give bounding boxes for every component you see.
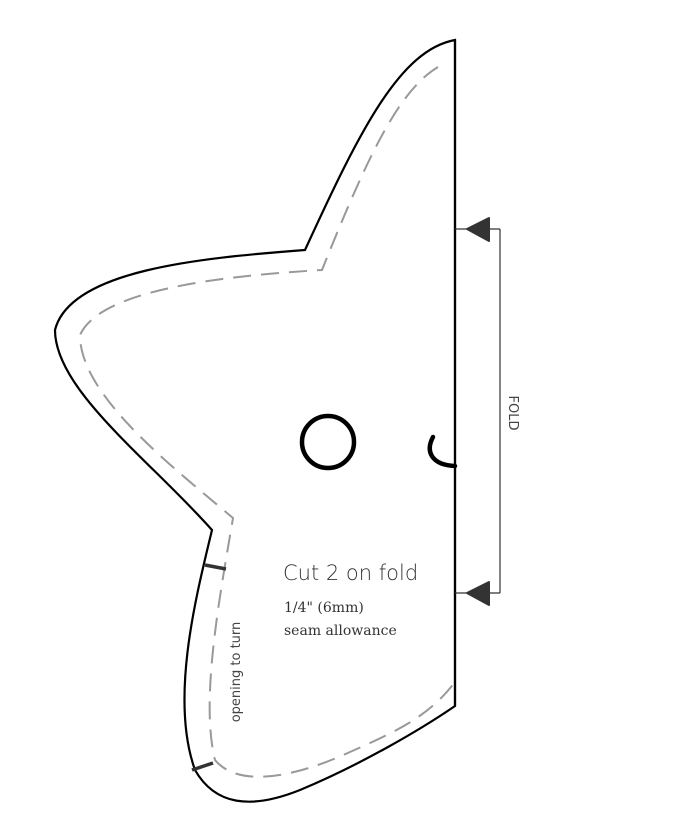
opening-label: opening to turn [229,622,244,723]
cut-instruction: Cut 2 on fold [283,561,418,585]
fold-marker: FOLD [455,217,520,606]
fold-arrow-bottom-icon [466,581,490,606]
opening-mark-bottom [191,761,214,772]
seam-allowance-text: seam allowance [284,623,397,639]
mouth-placement [427,434,458,469]
seam-allowance-size: 1/4" (6mm) [284,600,364,616]
opening-mark-top [204,563,227,571]
eye-placement [299,413,357,471]
fold-label: FOLD [505,396,520,431]
seam-stitch-line [78,66,456,778]
cut-line [53,38,457,803]
fold-arrow-top-icon [466,217,490,242]
